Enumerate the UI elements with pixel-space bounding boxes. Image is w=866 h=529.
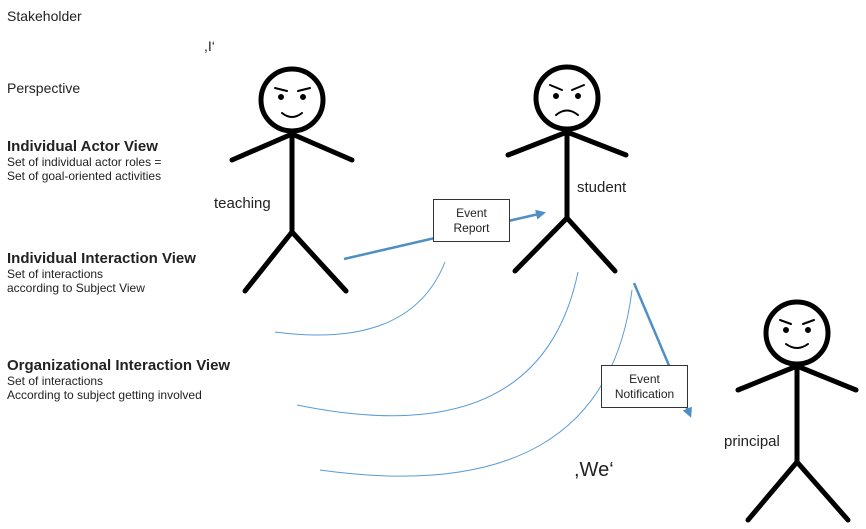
organizational-interaction-view: Organizational Interaction View Set of i…	[7, 357, 230, 402]
stakeholder-label: Stakeholder	[7, 8, 82, 24]
view-desc-line: Set of goal-oriented activities	[7, 169, 162, 183]
event-report-box: Event Report	[433, 199, 510, 242]
view-desc-line: Set of interactions	[7, 374, 104, 388]
principal-label: principal	[724, 433, 780, 450]
teacher-figure	[229, 66, 355, 294]
principal-face	[779, 319, 815, 349]
view-desc-line: According to subject getting involved	[7, 388, 202, 402]
event-notification-line2: Notification	[614, 386, 675, 401]
interaction-arc-2	[296, 271, 579, 417]
perspective-label: Perspective	[7, 80, 81, 96]
student-label: student	[577, 179, 627, 196]
view-title: Individual Actor View	[7, 138, 158, 155]
individual-actor-view: Individual Actor View Set of individual …	[7, 138, 161, 183]
teacher-face	[274, 87, 311, 118]
view-desc-line: according to Subject View	[7, 281, 145, 295]
event-notification-box: Event Notification	[601, 365, 688, 408]
individual-interaction-view: Individual Interaction View Set of inter…	[7, 250, 196, 295]
quote-we: ,We‘	[574, 459, 614, 481]
interaction-arc-3	[319, 289, 633, 477]
principal-figure	[735, 299, 859, 523]
interaction-arc-1	[274, 261, 446, 336]
quote-i: ,I‘	[204, 38, 215, 54]
event-report-line2: Report	[453, 220, 490, 235]
view-desc-line: Set of individual actor roles =	[7, 155, 162, 169]
student-face	[549, 84, 585, 116]
view-title: Organizational Interaction View	[7, 357, 231, 374]
student-figure	[505, 64, 629, 274]
event-report-line1: Event	[456, 205, 487, 220]
event-notification-line1: Event	[629, 371, 660, 386]
view-title: Individual Interaction View	[7, 250, 196, 267]
teaching-label: teaching	[214, 195, 271, 212]
view-desc-line: Set of interactions	[7, 267, 104, 281]
